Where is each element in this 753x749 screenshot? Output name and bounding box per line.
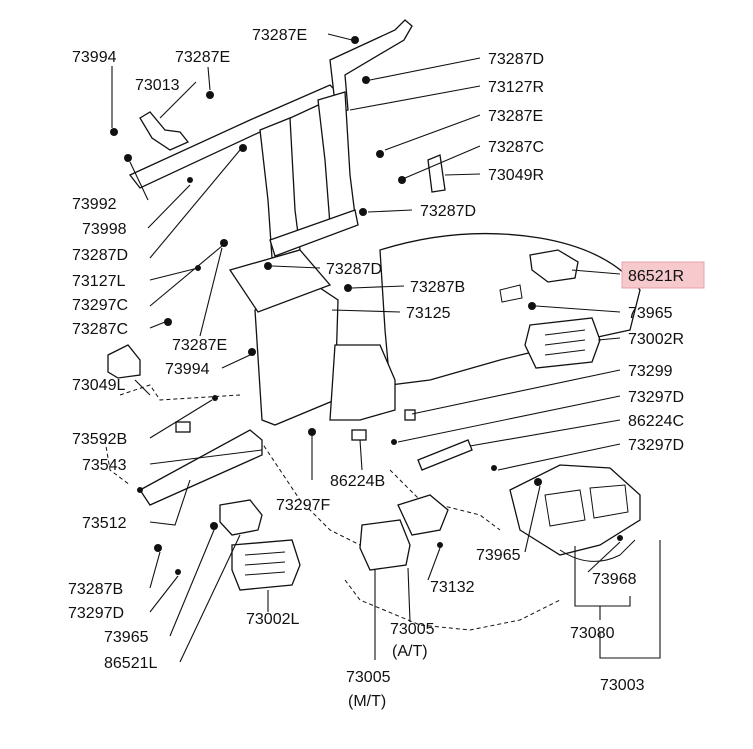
bracket-73013 [139, 111, 190, 151]
label-73287C-a: 73287C [488, 139, 544, 156]
label-73127L: 73127L [72, 273, 125, 290]
label-73992: 73992 [72, 196, 117, 213]
label-73287E-top: 73287E [252, 27, 307, 44]
part-labels: 73287E 73994 73287E 73013 73287D 73127R … [68, 27, 684, 710]
label-73002R: 73002R [628, 331, 684, 348]
label-73287B-a: 73287B [410, 279, 465, 296]
center-bracket-right [317, 91, 356, 226]
label-73005-b-note: (M/T) [348, 693, 386, 710]
fasteners [110, 36, 623, 575]
label-73005-a: 73005 [390, 621, 435, 638]
label-73965-c: 73965 [104, 629, 149, 646]
label-73013: 73013 [135, 77, 180, 94]
console-side-panel [329, 344, 396, 421]
dashboard-slot [499, 284, 523, 303]
label-73049R: 73049R [488, 167, 544, 184]
vent-86521L [219, 499, 263, 536]
label-73965-a: 73965 [628, 305, 673, 322]
label-73994-a: 73994 [72, 49, 117, 66]
label-86224B: 86224B [330, 473, 385, 490]
vent-73002R-louvers [544, 329, 586, 356]
bracket-73049R [427, 154, 446, 193]
label-73287D-d: 73287D [326, 261, 382, 278]
label-73132: 73132 [430, 579, 475, 596]
label-73543: 73543 [82, 457, 127, 474]
bracket-73049L [107, 344, 141, 379]
label-73297D-a: 73297D [628, 389, 684, 406]
lower-rail-bracket [139, 429, 263, 506]
clip-73299 [404, 409, 416, 421]
label-73287D-b: 73287D [420, 203, 476, 220]
label-73287E-d: 73287E [172, 337, 227, 354]
label-73005-a-note: (A/T) [392, 643, 428, 660]
label-73003: 73003 [600, 677, 645, 694]
clip-86224B [351, 429, 367, 441]
label-73287D-a: 73287D [488, 51, 544, 68]
label-73125: 73125 [406, 305, 451, 322]
label-86521L: 86521L [104, 655, 157, 672]
label-73002L: 73002L [246, 611, 299, 628]
label-86224C: 86224C [628, 413, 684, 430]
label-73287C-b: 73287C [72, 321, 128, 338]
label-73049L: 73049L [72, 377, 125, 394]
label-73297C: 73297C [72, 297, 128, 314]
vent-86521R [529, 249, 579, 283]
label-73297F: 73297F [276, 497, 330, 514]
vent-73002L-louvers [244, 551, 286, 576]
center-bracket-cross [269, 209, 359, 257]
label-73512: 73512 [82, 515, 127, 532]
label-73968: 73968 [592, 571, 637, 588]
label-73287D-c: 73287D [72, 247, 128, 264]
label-73287B-b: 73287B [68, 581, 123, 598]
label-73592B: 73592B [72, 431, 127, 448]
trim-86224C [417, 439, 473, 471]
label-73965-b: 73965 [476, 547, 521, 564]
label-86521R: 86521R [628, 268, 684, 285]
center-vent-grille-b [589, 484, 629, 519]
label-73998: 73998 [82, 221, 127, 238]
floor-outline [104, 384, 561, 631]
label-73005-b: 73005 [346, 669, 391, 686]
highlight-86521R [621, 261, 705, 289]
center-vent-housing [509, 464, 641, 556]
vent-control-wire [559, 539, 636, 562]
label-73994-b: 73994 [165, 361, 210, 378]
label-73080: 73080 [570, 625, 615, 642]
vent-73002L [231, 539, 301, 591]
clip-73592B [175, 421, 191, 433]
box-73005-mt [359, 519, 411, 571]
center-vent-grille-a [544, 489, 586, 527]
leader-lines [111, 33, 661, 663]
label-73297D-c: 73297D [68, 605, 124, 622]
box-73005-at [397, 494, 449, 536]
label-73299: 73299 [628, 363, 673, 380]
label-73127R: 73127R [488, 79, 544, 96]
lower-bracket-flange [228, 249, 332, 313]
label-73297D-b: 73297D [628, 437, 684, 454]
label-73287E-b: 73287E [175, 49, 230, 66]
label-73287E-c: 73287E [488, 108, 543, 125]
